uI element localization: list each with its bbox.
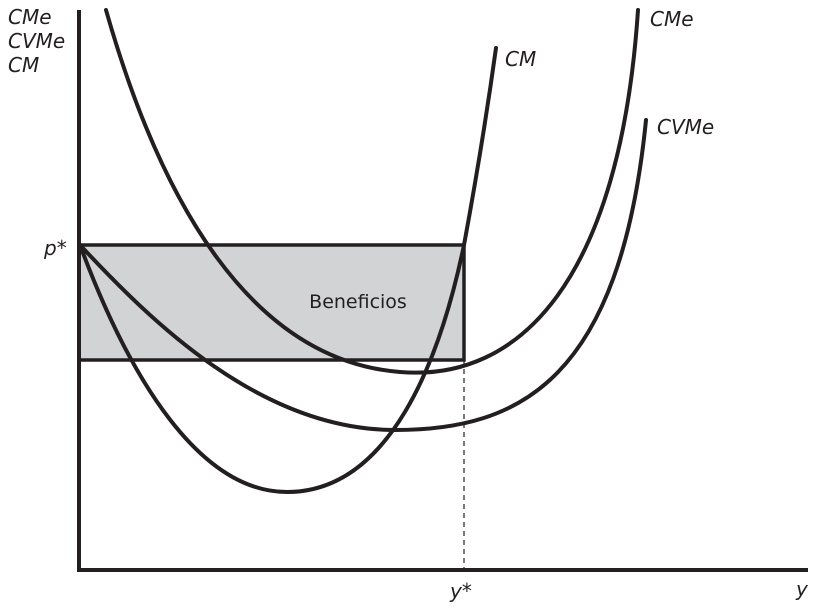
cvme-curve — [78, 118, 648, 432]
x-axis-label: y — [795, 577, 809, 601]
cme-curve — [104, 8, 640, 375]
profit-region — [80, 245, 464, 360]
profit-region-label: Beneficios — [309, 291, 407, 313]
axes — [77, 10, 808, 572]
y-axis-label-line-3: CM — [8, 53, 39, 77]
cvme-curve-label: CVMe — [657, 115, 714, 139]
cm-curve — [78, 46, 498, 494]
quantity-label: y* — [449, 579, 472, 603]
cme-curve-label: CMe — [650, 7, 694, 31]
cm-curve-label: CM — [505, 47, 536, 71]
profit-region-outline — [80, 243, 466, 362]
y-axis-label-line-1: CMe — [8, 5, 52, 29]
price-label: p* — [43, 236, 67, 260]
y-axis-label-line-2: CVMe — [8, 29, 65, 53]
